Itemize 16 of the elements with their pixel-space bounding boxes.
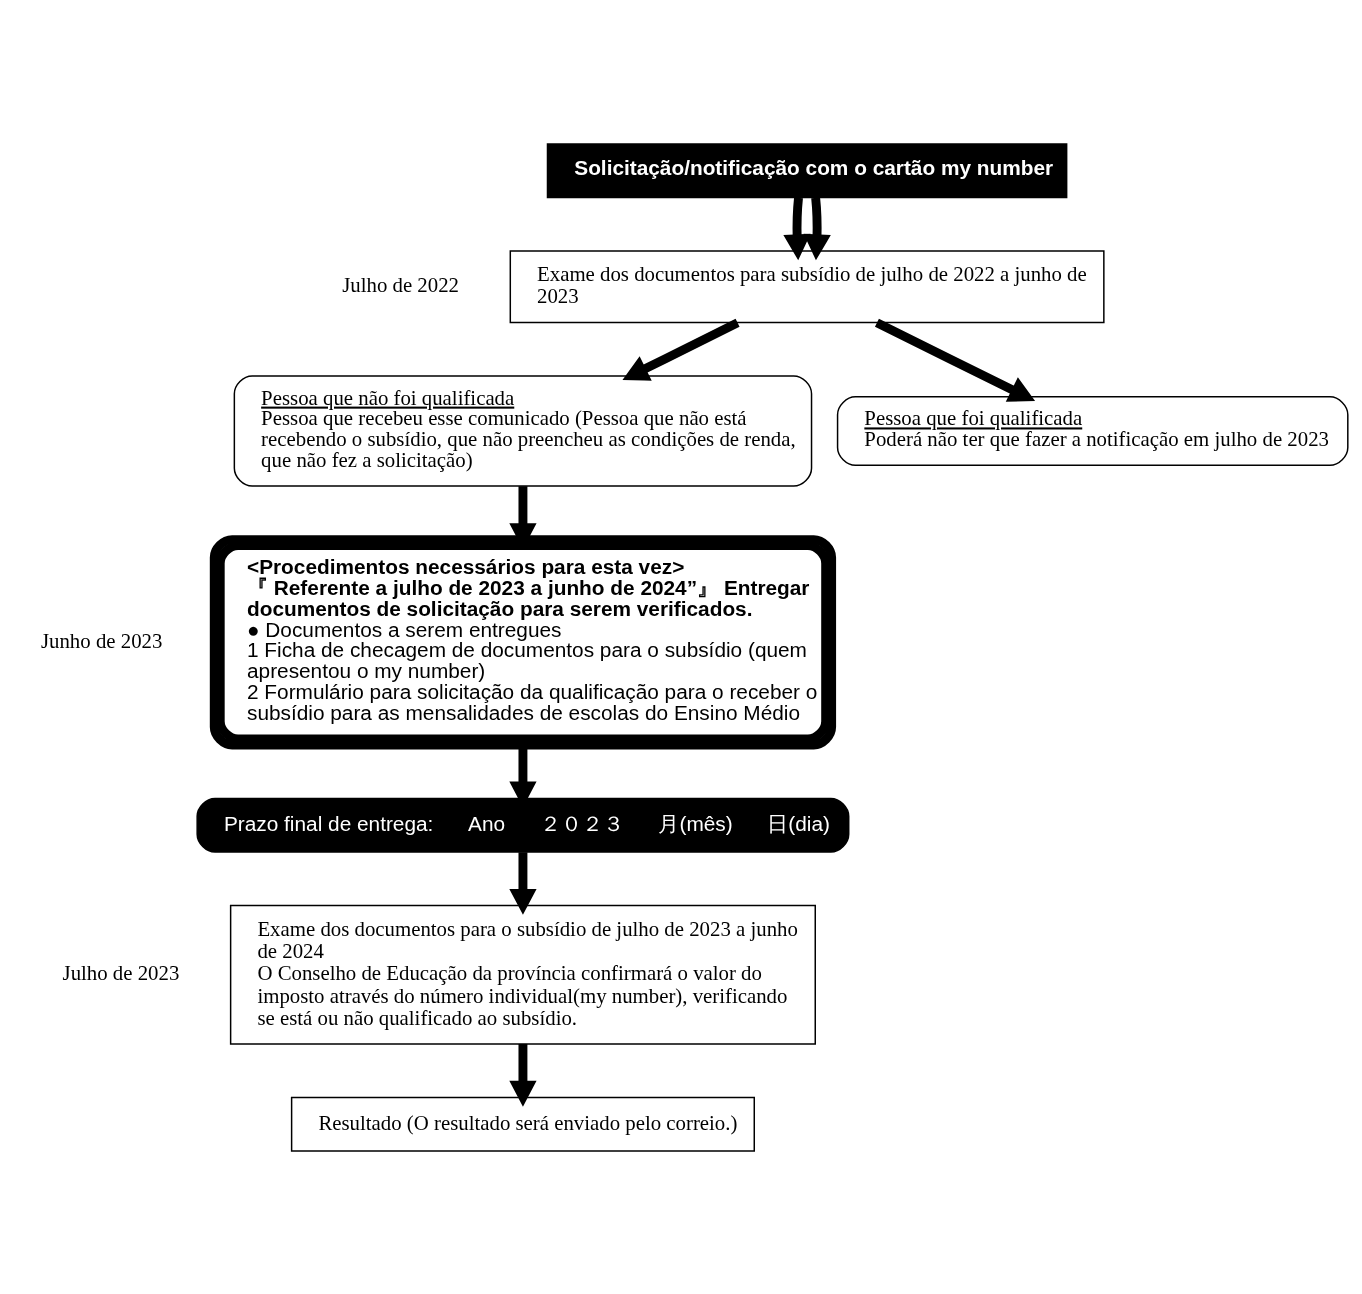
- node-box: Pessoa que foi qualificada Poderá não ter que fazer a notificação em julho de 2023: [836, 395, 1349, 466]
- arrow: [622, 318, 740, 381]
- arrow: [803, 196, 831, 260]
- node-box: <Procedimentos necessários para esta vez> 『 Referente a julho de 2023 a junho de 2024”』 Entregar documentos de solicitação para serem verificados. ● Documentos a serem entregues 1 Ficha de checagem de documentos para o subsídio (quem apresentou o my number) 2 Formulário para solicitação da qualificação para o receber o subsídio para as mensalidades de escolas do Ensino Médio: [209, 534, 837, 749]
- arrow: [509, 851, 537, 915]
- node-label: Julho de 2023: [62, 960, 180, 985]
- node-box: Exame dos documentos para o subsídio de julho de 2023 a junho de 2024 O Conselho de Educação da província confirmará o valor do imposto através do número individual(my number), verificando se está ou não qualificado ao subsídio.: [229, 904, 816, 1045]
- node-box: Resultado (O resultado será enviado pelo correio.): [290, 1096, 755, 1152]
- arrow: [509, 1043, 537, 1107]
- arrow: [874, 318, 1036, 402]
- node-box: Pessoa que não foi qualificada Pessoa que recebeu esse comunicado (Pessoa que não está recebendo o subsídio, que não preencheu as condições de renda, que não fez a solicitação): [233, 374, 813, 487]
- node-box: Prazo final de entrega: Ano ２０２３ 月(mês) 日(dia): [196, 797, 850, 853]
- node-box: Solicitação/notificação com o cartão my number: [546, 142, 1068, 198]
- node-box: Exame dos documentos para subsídio de julho de 2022 a junho de 2023: [509, 249, 1105, 323]
- node-label: Junho de 2023: [40, 628, 163, 653]
- node-label: Julho de 2022: [342, 272, 459, 297]
